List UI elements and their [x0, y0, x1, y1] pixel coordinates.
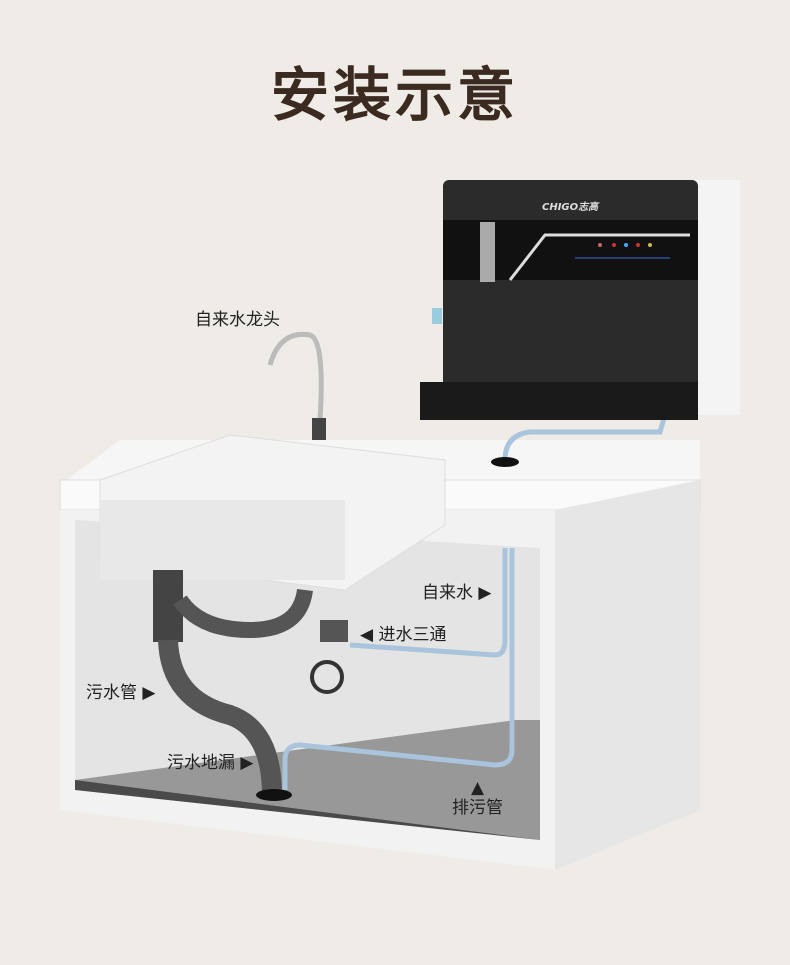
label-waste-pipe: 污水管 ▶ [86, 683, 156, 703]
panel-indicator-icon [648, 243, 652, 247]
counter-hole [491, 457, 519, 467]
faucet-base [312, 418, 326, 440]
panel-indicator-icon [598, 243, 602, 247]
device-inlet-pipe [502, 414, 668, 461]
floor-drain [256, 789, 292, 801]
page-title: 安装示意 [270, 61, 519, 129]
tap-water-pipe [349, 548, 508, 658]
cabinet-side [555, 480, 700, 870]
faucet-spout [267, 331, 324, 421]
label-inlet-tee: ◀ 进水三通 [360, 625, 447, 645]
label-tap-water: 自来水 ▶ [422, 583, 492, 603]
waste-pipe [158, 639, 282, 796]
label-drain-pipe: ▲ 排污管 [452, 778, 503, 818]
drain-pipe [282, 548, 515, 790]
label-floor-drain: 污水地漏 ▶ [167, 753, 254, 773]
inlet-tee [320, 620, 348, 642]
panel-indicator-icon [636, 243, 640, 247]
device-spout [480, 222, 495, 282]
brand-logo: CHIGO志高 [542, 202, 599, 213]
panel-trim [508, 233, 690, 281]
label-faucet: 自来水龙头 [195, 310, 280, 330]
sink-body [100, 500, 345, 580]
drip-tray [420, 382, 698, 420]
water-purifier [443, 180, 698, 415]
waste-pipe-upper [173, 588, 313, 639]
panel-indicator-icon [612, 243, 616, 247]
panel-indicator-icon [624, 243, 628, 247]
side-tap [432, 308, 442, 324]
valve-wheel [310, 660, 344, 694]
